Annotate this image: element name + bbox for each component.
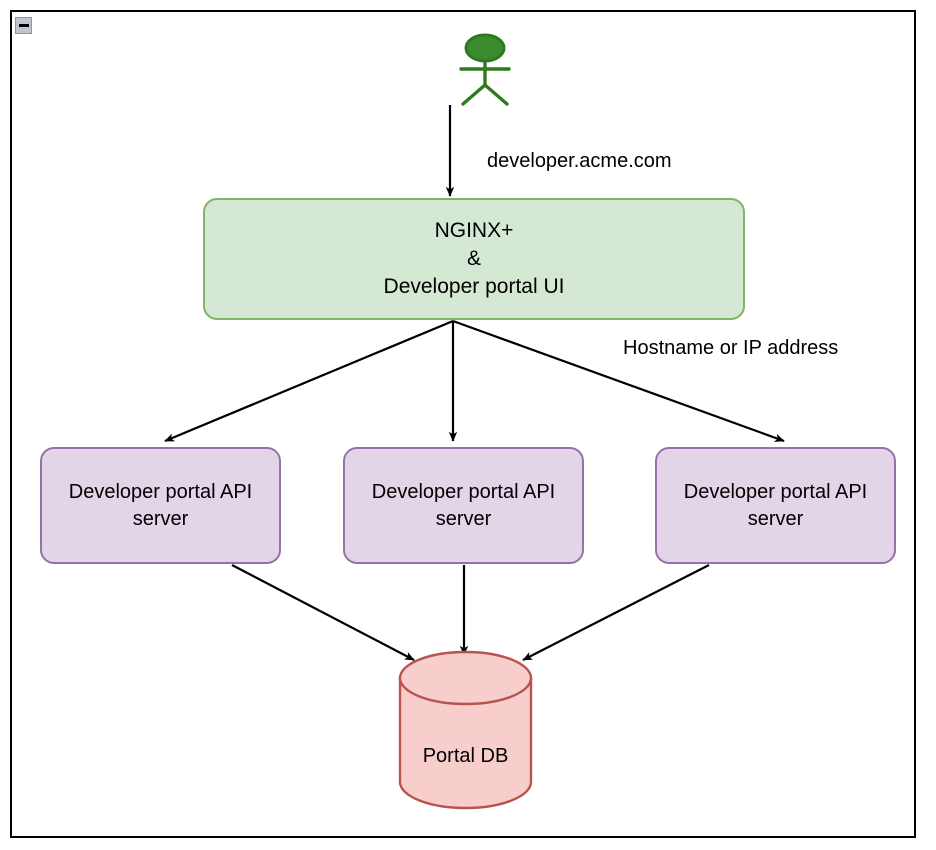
edge-label-hostname-or-ip-address: Hostname or IP address (623, 337, 839, 359)
actor-left-leg-line (461, 83, 487, 106)
node-api-server-2[interactable]: Developer portal API server (343, 447, 584, 564)
actor-head-icon (464, 33, 506, 63)
node-nginx-gateway-label: NGINX+ & Developer portal UI (383, 219, 565, 298)
node-api-server-3[interactable]: Developer portal API server (655, 447, 896, 564)
collapse-minus-icon[interactable] (15, 17, 32, 34)
portal-db-cylinder[interactable] (398, 650, 533, 810)
db-body-shape (398, 676, 533, 810)
edge-gateway-to-api-1 (164, 319, 454, 443)
edge-label-developer-acme-com: developer.acme.com (487, 150, 672, 172)
node-api-server-3-label: Developer portal API server (683, 481, 868, 530)
node-api-server-2-label: Developer portal API server (371, 481, 556, 530)
minus-bar (18, 24, 29, 27)
edge-api-3-to-db (522, 564, 710, 661)
node-api-server-1[interactable]: Developer portal API server (40, 447, 281, 564)
actor-right-leg-line (483, 83, 509, 106)
db-top-ellipse (398, 650, 533, 706)
edge-api-1-to-db (231, 564, 415, 661)
node-api-server-1-label: Developer portal API server (68, 481, 253, 530)
actor-stick-figure[interactable] (459, 33, 511, 106)
node-portal-db-label: Portal DB (422, 745, 509, 767)
edge-gateway-to-api-3 (452, 319, 785, 443)
node-nginx-gateway[interactable]: NGINX+ & Developer portal UI (203, 198, 745, 320)
